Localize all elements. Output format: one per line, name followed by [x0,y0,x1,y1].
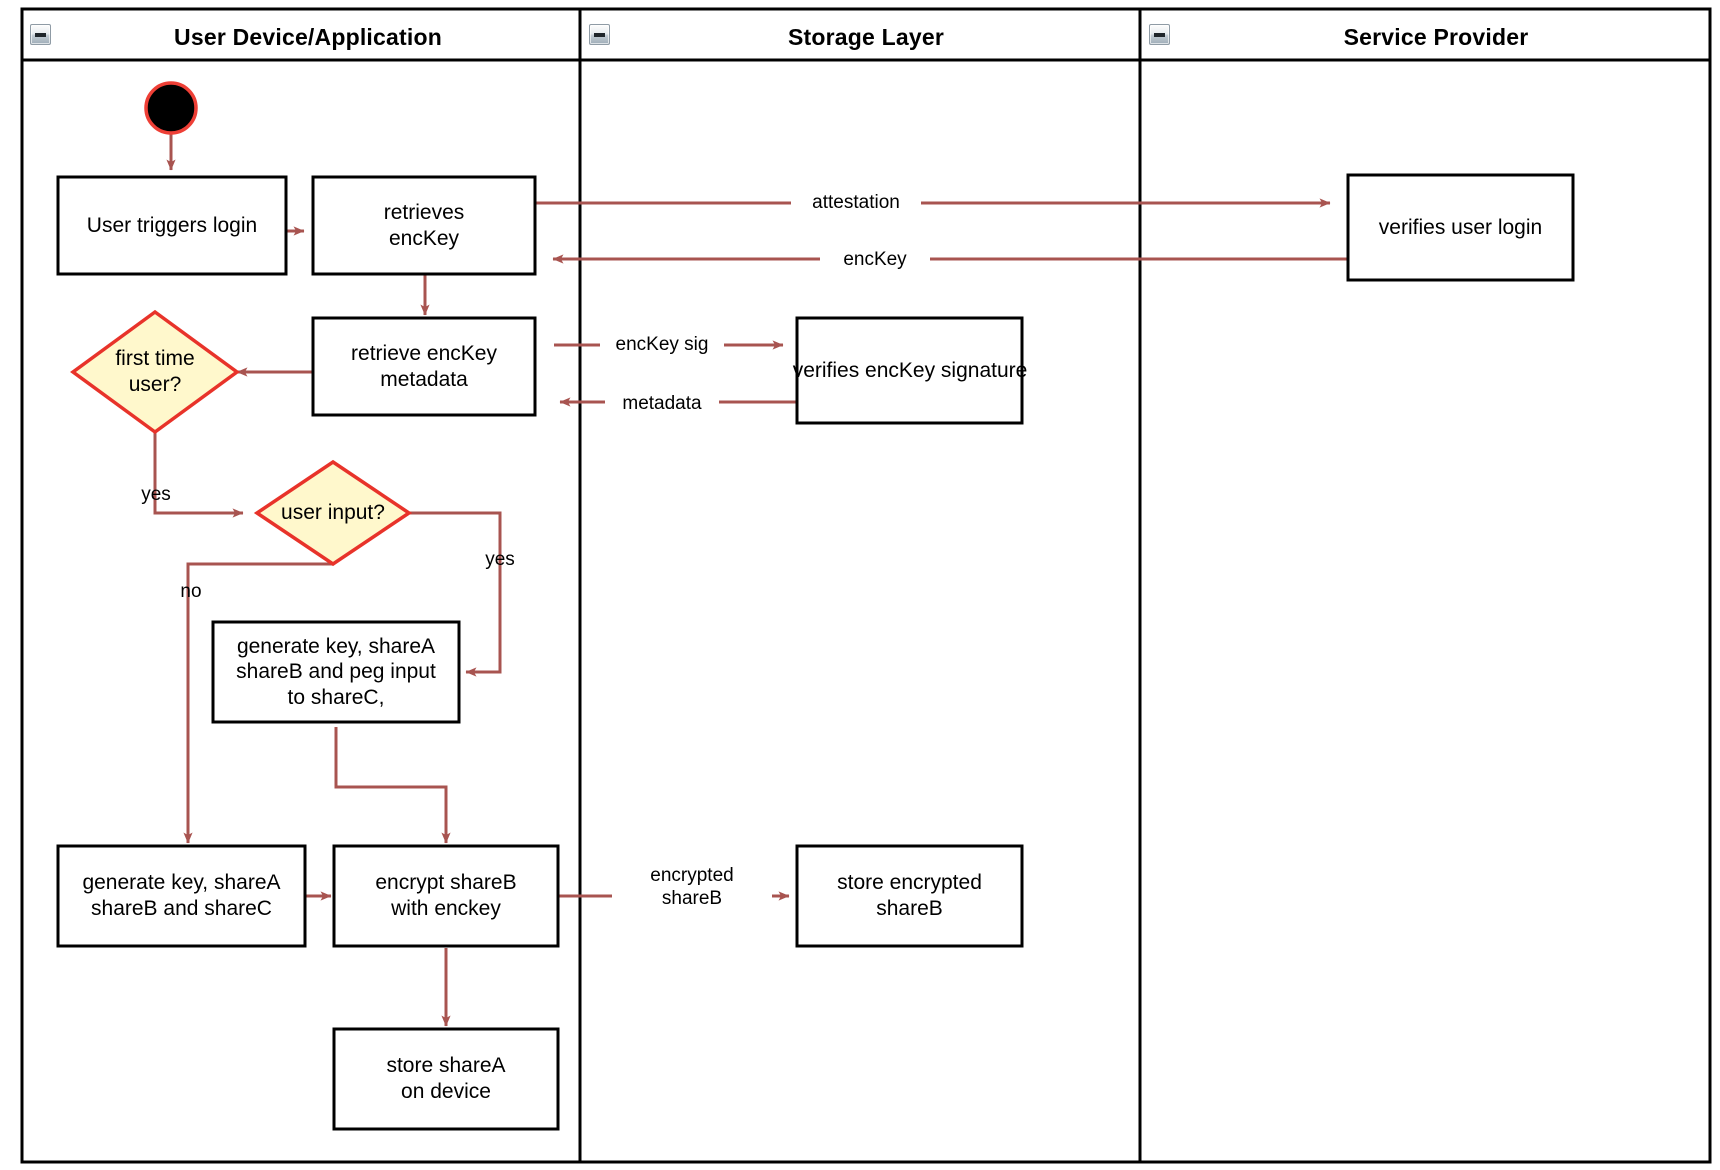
collapse-minus-icon[interactable] [30,24,51,45]
collapse-minus-icon[interactable] [1149,24,1170,45]
collapse-minus-icon[interactable] [589,24,610,45]
node-generate-key-peg [211,620,461,724]
node-user-triggers-login [56,175,288,276]
node-store-encrypted-shareb [795,844,1024,948]
node-first-time-user [70,309,240,435]
node-store-sharea [332,1027,560,1131]
node-generate-key-shares [56,844,307,948]
node-retrieves-enckey [311,175,537,276]
node-encrypt-shareb [332,844,560,948]
node-verifies-enckey-signature [795,316,1024,425]
node-verifies-user-login [1346,173,1575,282]
node-user-input [253,459,413,567]
node-start [144,81,198,135]
node-retrieve-enckey-metadata [311,316,537,417]
